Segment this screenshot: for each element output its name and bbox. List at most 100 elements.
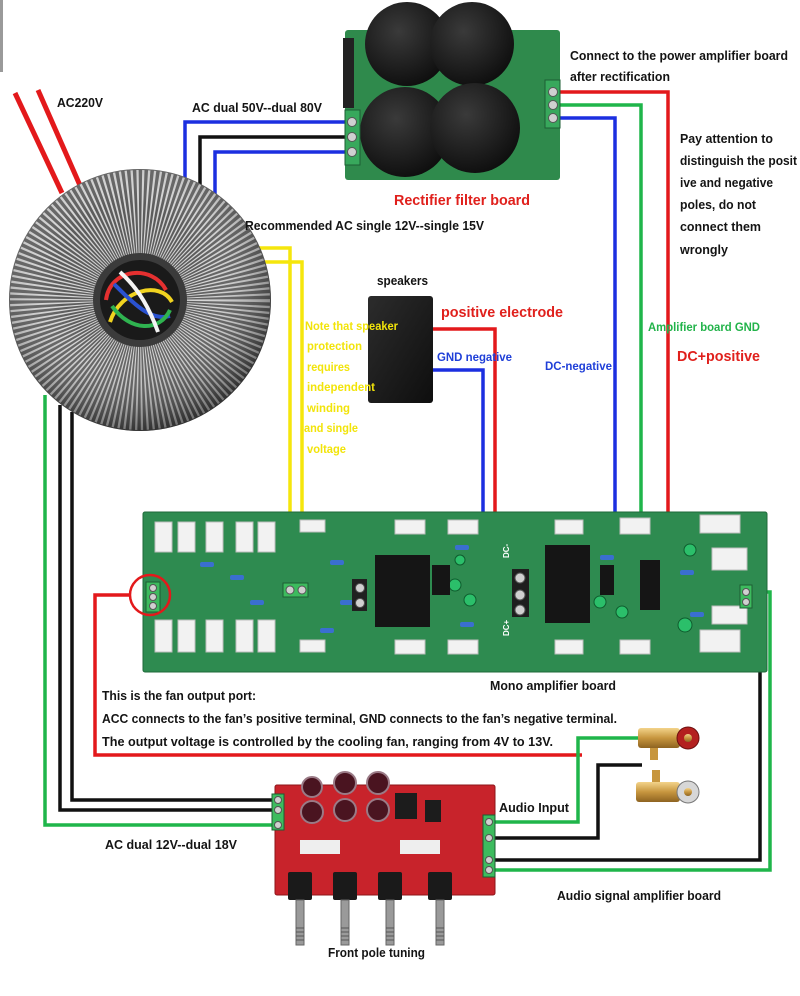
terminal-screw — [485, 856, 493, 864]
amp-capacitor-block — [177, 521, 196, 553]
potentiometer-shaft — [340, 899, 350, 946]
silkscreen-dc-plus: DC+ — [502, 619, 511, 636]
positive-electrode-label: positive electrode — [441, 304, 563, 321]
audio-input-wire-black — [489, 763, 642, 840]
rectifier-output-note-line-2: after rectification — [570, 69, 670, 84]
speaker-note-line-4: independent — [307, 380, 375, 394]
amp-capacitor-block — [447, 639, 479, 655]
rectifier-board-label: Rectifier filter board — [394, 192, 530, 209]
terminal-screw — [548, 113, 558, 123]
potentiometer-body — [333, 872, 357, 900]
terminal-screw — [355, 583, 365, 593]
amp-heatsink — [640, 560, 660, 610]
polarity-warning-line-3: ive and negative — [680, 175, 773, 190]
terminal-screw — [149, 602, 157, 610]
front-electrolytic-capacitor — [333, 771, 357, 795]
terminal-screw — [355, 598, 365, 608]
potentiometer-body — [378, 872, 402, 900]
protection-ac-wire-yellow-1 — [256, 246, 292, 590]
front-ic — [395, 793, 417, 819]
hv-ac-wire-blue-2 — [213, 150, 346, 197]
rca-jack-2 — [636, 770, 700, 804]
toroidal-transformer — [9, 169, 271, 431]
terminal-screw — [149, 584, 157, 592]
amp-pcb — [142, 511, 768, 673]
ac220v-wire-1 — [12, 91, 65, 195]
amp-capacitor-block — [257, 521, 276, 553]
terminal-screw — [274, 806, 282, 814]
audio-signal-board-label: Audio signal amplifier board — [557, 888, 721, 903]
terminal-screw — [347, 132, 357, 142]
amp-capacitor-block — [554, 639, 584, 655]
rca-body — [636, 782, 680, 802]
amp-capacitor-block — [699, 514, 741, 534]
rca-pin — [684, 788, 692, 796]
speaker-note-line-7: voltage — [307, 442, 346, 456]
filter-capacitor-2 — [430, 2, 514, 86]
filter-capacitor-4 — [430, 83, 520, 173]
amp-capacitor-block — [394, 639, 426, 655]
amp-resistor — [680, 570, 694, 575]
front-electrolytic-capacitor — [301, 776, 323, 798]
terminal-screw — [514, 589, 526, 601]
fan-port-note-line-2: ACC connects to the fan’s positive termi… — [102, 711, 617, 726]
amp-small-capacitor — [677, 617, 693, 633]
terminal-screw — [742, 588, 750, 596]
terminal-screw — [274, 821, 282, 829]
amp-heatsink — [600, 565, 614, 595]
amp-resistor — [600, 555, 614, 560]
amp-resistor — [455, 545, 469, 550]
front-tuning-label: Front pole tuning — [328, 945, 425, 960]
potentiometer-shaft — [435, 899, 445, 946]
amp-capacitor-block — [177, 619, 196, 653]
amp-capacitor-block — [154, 521, 173, 553]
audio-signal-amplifier-board — [271, 771, 496, 946]
terminal-screw — [347, 147, 357, 157]
potentiometer-shaft — [295, 899, 305, 946]
dc-negative-label: DC-negative — [545, 359, 612, 373]
amp-small-capacitor — [683, 543, 697, 557]
amp-heatsink — [375, 555, 430, 627]
terminal-screw — [485, 818, 493, 826]
front-electrolytic-capacitor — [300, 800, 324, 824]
amp-small-capacitor — [454, 554, 466, 566]
polarity-warning-line-2: distinguish the posit — [680, 153, 798, 168]
terminal-screw — [514, 572, 526, 584]
amp-capacitor-block — [554, 519, 584, 535]
rca-solder-tab — [650, 748, 658, 760]
lead-wire-green — [110, 304, 172, 328]
front-electrolytic-capacitor — [333, 798, 357, 822]
filter-capacitor-3 — [360, 87, 450, 177]
terminal-screw — [274, 796, 282, 804]
fan-port-note-line-1: This is the fan output port: — [102, 688, 256, 703]
ac-dual-12-18-label: AC dual 12V--dual 18V — [105, 837, 237, 852]
rectifier-filter-board — [343, 2, 561, 180]
amp-resistor — [320, 628, 334, 633]
amp-gnd-label: Amplifier board GND — [648, 320, 760, 334]
amp-capacitor-block — [299, 519, 326, 533]
speaker-note-line-3: requires — [307, 360, 350, 374]
amp-capacitor-block — [235, 521, 254, 553]
amp-heatsink — [545, 545, 590, 623]
amp-resistor — [690, 612, 704, 617]
amp-small-capacitor — [615, 605, 629, 619]
rectifier-bridge — [343, 38, 354, 108]
amp-capacitor-block — [699, 629, 741, 653]
terminal-screw — [514, 604, 526, 616]
amp-capacitor-block — [447, 519, 479, 535]
amp-resistor — [200, 562, 214, 567]
amp-small-capacitor — [448, 578, 462, 592]
amp-resistor — [460, 622, 474, 627]
amp-capacitor-block — [619, 639, 651, 655]
hv-ac-wire-blue-1 — [183, 120, 346, 182]
terminal-screw — [297, 585, 307, 595]
terminal-screw — [485, 834, 493, 842]
terminal-screw — [742, 598, 750, 606]
gnd-negative-label: GND negative — [437, 350, 512, 364]
front-ic — [425, 800, 441, 822]
amp-capacitor-block — [235, 619, 254, 653]
amp-capacitor-block — [257, 619, 276, 653]
rca-pin — [684, 734, 692, 742]
protection-ac-wire-yellow-2 — [264, 260, 304, 590]
